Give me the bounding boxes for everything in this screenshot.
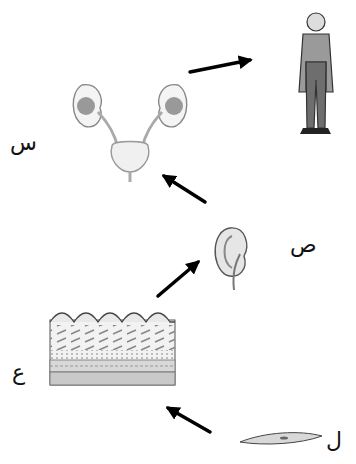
arrow <box>164 176 205 202</box>
kidney-organ <box>215 228 246 290</box>
part-letter: ل <box>326 430 342 452</box>
person-figure <box>299 13 333 134</box>
arrow <box>190 60 250 72</box>
part-letter: ع <box>12 362 25 384</box>
tissue-block <box>50 313 175 385</box>
part-letter: ص <box>290 234 317 256</box>
urinary-system <box>73 85 187 182</box>
arrow <box>158 262 198 296</box>
part-letter: س <box>10 132 37 154</box>
arrow <box>168 408 210 432</box>
muscle-cell <box>240 433 322 444</box>
